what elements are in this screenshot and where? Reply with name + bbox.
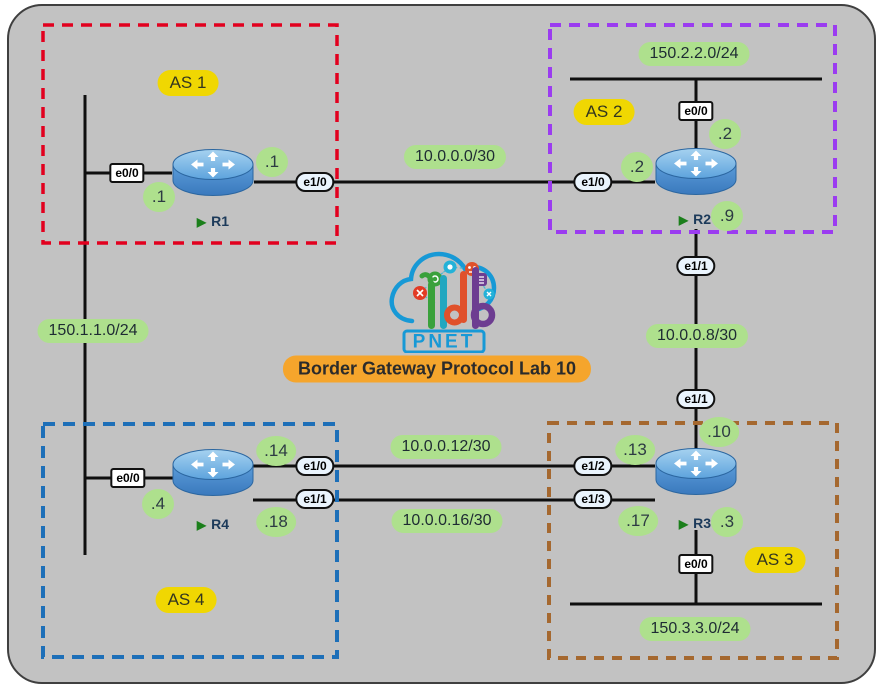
router-r4-name-text: R4 (211, 516, 230, 532)
ip-r2-e11: .9 (711, 201, 743, 231)
router-r2[interactable] (654, 147, 738, 202)
ip-r3-e12: .13 (615, 435, 655, 465)
interface-r4-e00: e0/0 (110, 468, 146, 488)
router-r4[interactable] (171, 448, 255, 503)
network-label-lan3: 150.3.3.0/24 (639, 617, 751, 641)
as2-boundary-box (548, 23, 837, 234)
router-r4-name: ▶ R4 (197, 516, 229, 532)
ip-r4-e00: .4 (142, 489, 174, 519)
router-icon (172, 149, 254, 196)
interface-r4-e11: e1/1 (295, 489, 335, 509)
play-triangle-icon: ▶ (678, 213, 689, 227)
play-triangle-icon: ▶ (678, 517, 689, 531)
as3-boundary-box (547, 421, 839, 660)
network-label-r2-r3: 10.0.0.8/30 (645, 324, 749, 348)
as3-label: AS 3 (744, 547, 806, 573)
play-triangle-icon: ▶ (196, 215, 207, 229)
router-r1[interactable] (171, 148, 255, 203)
router-r1-name: ▶ R1 (197, 213, 229, 229)
router-r2-name: ▶ R2 (679, 211, 711, 227)
interface-r3-e11: e1/1 (676, 389, 716, 409)
play-triangle-icon: ▶ (196, 518, 207, 532)
interface-r2-e10: e1/0 (573, 172, 613, 192)
interface-r4-e10: e1/0 (295, 456, 335, 476)
ip-r3-e11: .10 (699, 417, 739, 447)
router-r2-name-text: R2 (693, 211, 712, 227)
lab-title-banner: Border Gateway Protocol Lab 10 (282, 355, 592, 383)
as1-label: AS 1 (157, 70, 219, 96)
router-r3-name: ▶ R3 (679, 515, 711, 531)
router-r1-name-text: R1 (211, 213, 230, 229)
pnet-lab-logo: PNET (386, 241, 502, 358)
router-icon (172, 449, 254, 496)
ip-r3-e00: .3 (711, 507, 743, 537)
router-icon (655, 448, 737, 495)
router-r3[interactable] (654, 447, 738, 502)
network-label-lan1: 150.1.1.0/24 (37, 319, 149, 343)
ip-r1-e10: .1 (256, 147, 288, 177)
interface-r1-e10: e1/0 (295, 172, 335, 192)
ip-r3-e13: .17 (618, 506, 658, 536)
network-label-r4-r3-b: 10.0.0.16/30 (391, 509, 503, 533)
as2-label: AS 2 (573, 99, 635, 125)
network-label-r4-r3-a: 10.0.0.12/30 (390, 435, 502, 459)
interface-r2-e11: e1/1 (676, 256, 716, 276)
ip-r2-e10: .2 (621, 152, 653, 182)
router-r3-name-text: R3 (693, 515, 712, 531)
interface-r3-e00: e0/0 (678, 554, 714, 574)
interface-r3-e12: e1/2 (573, 456, 613, 476)
interface-r2-e00: e0/0 (678, 101, 714, 121)
ip-r4-e11: .18 (256, 507, 296, 537)
router-icon (655, 148, 737, 195)
pnet-logo-text: PNET (413, 332, 476, 353)
ip-r2-e00: .2 (709, 119, 741, 149)
interface-r1-e00: e0/0 (109, 163, 145, 183)
as4-label: AS 4 (155, 587, 217, 613)
as1-boundary-box (41, 23, 339, 245)
as4-boundary-box (41, 422, 339, 659)
pnet-cloud-icon: PNET (389, 251, 497, 354)
network-label-r1-r2: 10.0.0.0/30 (403, 145, 507, 169)
interface-r3-e13: e1/3 (573, 489, 613, 509)
ip-r4-e10: .14 (256, 436, 296, 466)
network-label-lan2: 150.2.2.0/24 (638, 42, 750, 66)
ip-r1-e00: .1 (143, 182, 175, 212)
